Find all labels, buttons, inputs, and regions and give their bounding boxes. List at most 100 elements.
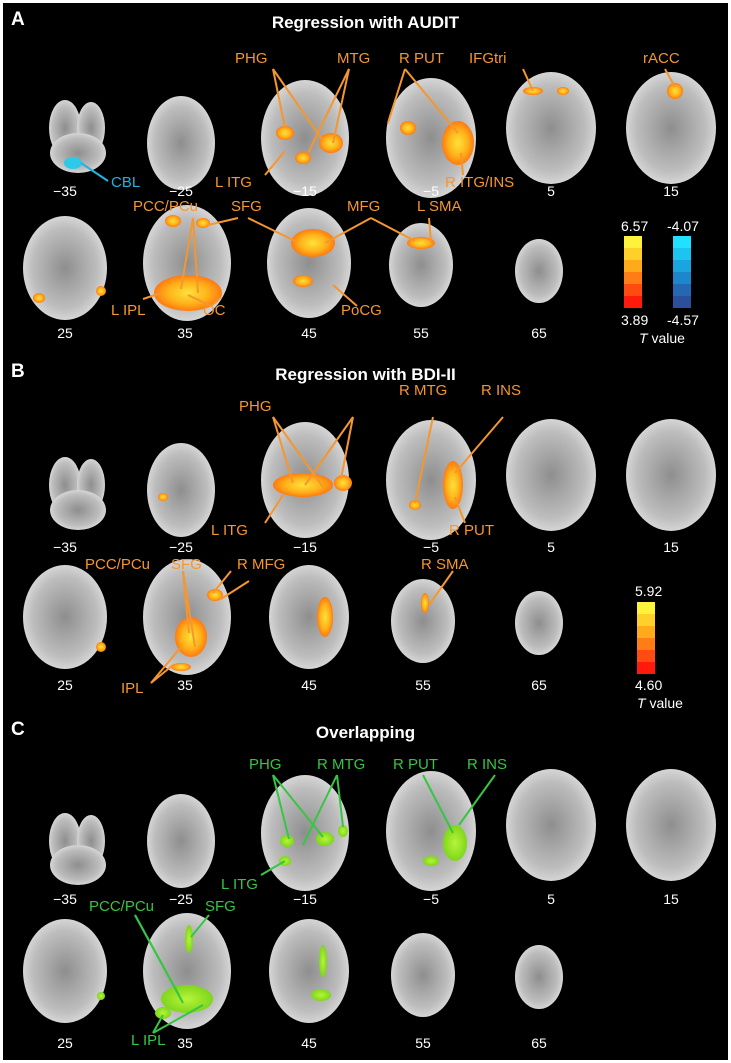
region-label-ipl: IPL <box>121 680 144 697</box>
slice-label: −5 <box>423 183 439 199</box>
region-label-rins: R INS <box>481 382 522 399</box>
region-label-sfg: SFG <box>171 556 202 573</box>
slice-label: 5 <box>547 539 555 555</box>
region-label-rput: R PUT <box>449 522 494 539</box>
region-label-rmtg: R MTG <box>317 756 366 773</box>
panel-c-letter: C <box>11 719 25 740</box>
region-label-sfg: SFG <box>205 898 236 915</box>
colorbar-b <box>637 602 655 674</box>
brain-slice-a-25 <box>23 216 107 320</box>
region-label-ifgtri: IFGtri <box>469 50 507 67</box>
panel-c: C Overlapping −35 −25 −15 −5 5 15 25 35 … <box>3 713 728 1060</box>
slice-label: −15 <box>293 891 317 907</box>
colorbar-a-pos-min: 3.89 <box>621 312 649 328</box>
slice-label: 35 <box>177 1035 193 1051</box>
region-label-litg: L ITG <box>211 522 248 539</box>
region-label-mfg: MFG <box>347 198 381 215</box>
brain-slice-c-15 <box>626 769 716 881</box>
brain-slice-b-5 <box>506 419 596 531</box>
brain-slice-b-m35 <box>49 457 106 530</box>
brain-slice-c-5 <box>506 769 596 881</box>
colorbar-a-caption: T value <box>639 330 685 346</box>
brain-slice-c-55 <box>391 933 455 1017</box>
panel-c-leader-lines <box>134 774 496 1034</box>
slice-label: 65 <box>531 1035 547 1051</box>
slice-label: 45 <box>301 677 317 693</box>
colorbar-a-pos-max: 6.57 <box>621 218 649 234</box>
slice-label: 25 <box>57 325 73 341</box>
slice-label: −25 <box>169 183 193 199</box>
slice-label: 55 <box>413 325 429 341</box>
region-label-rmfg: R MFG <box>237 556 286 573</box>
panel-a: A Regression with AUDIT −35 −25 −15 −5 5… <box>3 3 728 355</box>
figure-canvas: A Regression with AUDIT −35 −25 −15 −5 5… <box>3 3 728 1060</box>
slice-label: 45 <box>301 325 317 341</box>
brain-slice-a-55 <box>389 223 453 307</box>
brain-slice-b-45 <box>269 565 349 669</box>
slice-label: −35 <box>53 891 77 907</box>
colorbar-b-min: 4.60 <box>635 677 663 693</box>
brain-slice-a-m25 <box>147 96 215 190</box>
region-label-phg: PHG <box>249 756 282 773</box>
slice-label: 5 <box>547 891 555 907</box>
panel-a-letter: A <box>11 9 25 30</box>
panel-a-leader-lines <box>142 68 676 307</box>
region-label-litg: L ITG <box>215 174 252 191</box>
region-label-cbl: CBL <box>111 174 141 191</box>
colorbar-a-negative <box>673 236 691 308</box>
slice-label: 25 <box>57 1035 73 1051</box>
colorbar-a-neg-max: -4.07 <box>667 218 699 234</box>
slice-label: 55 <box>415 677 431 693</box>
slice-label: 25 <box>57 677 73 693</box>
brain-slice-c-m5 <box>386 771 476 891</box>
colorbar-a-neg-min: -4.57 <box>667 312 699 328</box>
slice-label: 65 <box>531 325 547 341</box>
region-label-rmtg: R MTG <box>399 382 448 399</box>
brain-slice-c-65 <box>515 945 563 1009</box>
slice-label: −15 <box>293 539 317 555</box>
brain-slice-b-m25 <box>147 443 215 537</box>
panel-b-brains <box>23 416 716 684</box>
region-label-pcc-pcu: PCC/PCu <box>85 556 151 573</box>
brain-slice-a-65 <box>515 239 563 303</box>
brain-slice-b-m5 <box>386 420 476 540</box>
colorbar-a-positive <box>624 236 642 308</box>
brain-slice-b-25 <box>23 565 107 669</box>
region-label-litg: L ITG <box>221 876 258 893</box>
brain-slice-a-m5 <box>386 78 476 198</box>
region-label-pocg: PoCG <box>341 302 382 319</box>
region-label-mtg: MTG <box>337 50 371 67</box>
slice-label: −15 <box>293 183 317 199</box>
brain-slice-b-55 <box>391 579 455 663</box>
panel-a-brains <box>23 68 716 321</box>
region-label-phg: PHG <box>239 398 272 415</box>
slice-label: 35 <box>177 677 193 693</box>
brain-slice-a-5 <box>506 72 596 184</box>
slice-label: 5 <box>547 183 555 199</box>
slice-label: −35 <box>53 183 77 199</box>
region-label-ritg-ins: R ITG/INS <box>445 174 515 191</box>
region-label-lsma: L SMA <box>417 198 462 215</box>
panel-c-brains <box>23 769 716 1034</box>
region-label-lipl: L IPL <box>111 302 146 319</box>
brain-slice-c-m35 <box>49 813 106 885</box>
brain-slice-a-35 <box>143 205 231 321</box>
brain-slice-c-m25 <box>147 794 215 888</box>
region-label-rins: R INS <box>467 756 508 773</box>
brain-slice-c-m15 <box>261 775 349 891</box>
panel-c-title: Overlapping <box>315 723 416 742</box>
region-label-phg: PHG <box>235 50 268 67</box>
panel-b-leader-lines <box>150 416 504 684</box>
slice-label: 15 <box>663 539 679 555</box>
region-label-oc: OC <box>203 302 226 319</box>
panel-b: B Regression with BDI-II −35 −25 −15 −5 … <box>3 355 728 713</box>
brain-slice-c-45 <box>269 919 349 1023</box>
slice-label: 15 <box>663 183 679 199</box>
region-label-lipl: L IPL <box>131 1032 166 1049</box>
slice-label: 15 <box>663 891 679 907</box>
slice-label: −5 <box>423 539 439 555</box>
brain-slice-a-m35 <box>49 100 106 173</box>
region-label-racc: rACC <box>643 50 680 67</box>
brain-slice-c-35 <box>143 913 231 1029</box>
region-label-pcc-pcu: PCC/PCu <box>133 198 199 215</box>
